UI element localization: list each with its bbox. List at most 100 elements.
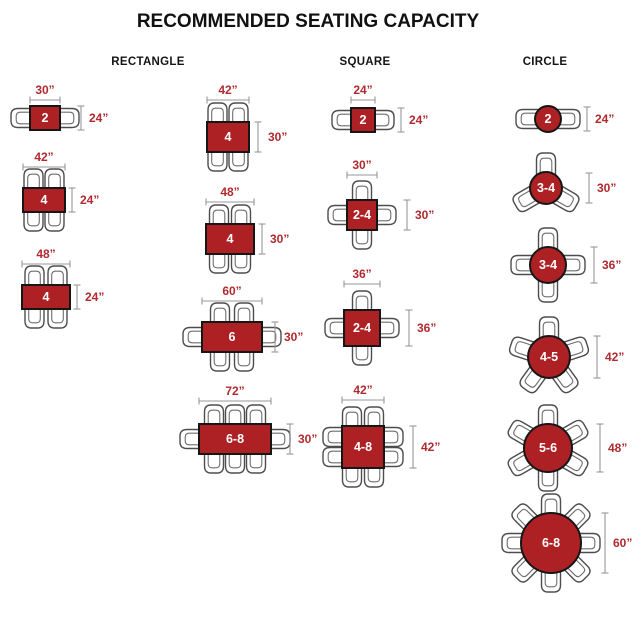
width-label: 42” bbox=[218, 83, 237, 97]
capacity-label: 2 bbox=[360, 113, 367, 127]
depth-dimension bbox=[73, 284, 81, 310]
column-header-circle: CIRCLE bbox=[523, 56, 568, 68]
capacity-label: 2 bbox=[545, 112, 552, 126]
rect-table-30x24-group: 30” 2 24” bbox=[10, 83, 108, 131]
width-dimension bbox=[205, 198, 255, 206]
capacity-label: 6-8 bbox=[542, 536, 560, 550]
depth-label: 24” bbox=[85, 290, 104, 304]
width-dimension bbox=[22, 163, 66, 171]
table bbox=[206, 121, 250, 153]
depth-label: 30” bbox=[415, 208, 434, 222]
table bbox=[529, 171, 563, 205]
circle-table-48-group: 5-6 48” bbox=[505, 404, 627, 492]
diameter-label: 30” bbox=[597, 181, 616, 195]
capacity-label: 6 bbox=[229, 330, 236, 344]
depth-dimension bbox=[258, 223, 266, 255]
depth-dimension bbox=[68, 187, 76, 213]
table bbox=[343, 309, 381, 347]
circle-table-36-group: 3-4 36” bbox=[510, 227, 621, 303]
diameter-dimension bbox=[583, 106, 591, 132]
depth-label: 30” bbox=[270, 232, 289, 246]
rect-table-42x30-group: 42” 4 30” bbox=[206, 83, 287, 172]
rect-table-72x30-group: 72” 6-8 30” bbox=[179, 384, 317, 474]
table bbox=[201, 321, 263, 353]
column-header-square: SQUARE bbox=[339, 56, 390, 68]
capacity-label: 2 bbox=[42, 111, 49, 125]
width-label: 24” bbox=[353, 83, 372, 97]
width-label: 60” bbox=[222, 284, 241, 298]
circle-table-24-group: 2 24” bbox=[515, 105, 614, 133]
width-dimension bbox=[341, 396, 385, 404]
table bbox=[21, 284, 71, 310]
width-dimension bbox=[343, 280, 381, 288]
width-label: 42” bbox=[353, 383, 372, 397]
capacity-label: 4 bbox=[227, 232, 234, 246]
width-label: 72” bbox=[225, 384, 244, 398]
width-dimension bbox=[346, 171, 378, 179]
circle-table-30-group: 3-4 30” bbox=[510, 152, 616, 215]
depth-dimension bbox=[405, 309, 413, 347]
square-table-30-group: 30” 2-4 30” bbox=[327, 158, 434, 250]
capacity-label: 5-6 bbox=[539, 441, 557, 455]
diameter-label: 60” bbox=[613, 536, 632, 550]
square-table-36-group: 36” 2-4 36” bbox=[324, 267, 436, 366]
depth-dimension bbox=[286, 423, 294, 455]
capacity-label: 4 bbox=[225, 130, 232, 144]
table bbox=[534, 105, 562, 133]
depth-dimension bbox=[77, 105, 85, 131]
diameter-label: 48” bbox=[608, 441, 627, 455]
depth-label: 42” bbox=[421, 440, 440, 454]
width-label: 30” bbox=[35, 83, 54, 97]
capacity-label: 4-8 bbox=[354, 440, 372, 454]
depth-label: 30” bbox=[284, 330, 303, 344]
capacity-label: 2-4 bbox=[353, 208, 371, 222]
diameter-dimension bbox=[585, 172, 593, 204]
table bbox=[346, 199, 378, 231]
diameter-dimension bbox=[593, 335, 601, 379]
rect-table-48x30-group: 48” 4 30” bbox=[205, 185, 289, 274]
capacity-label: 6-8 bbox=[226, 432, 244, 446]
table bbox=[527, 335, 571, 379]
width-label: 30” bbox=[352, 158, 371, 172]
table bbox=[341, 425, 385, 469]
depth-label: 24” bbox=[89, 111, 108, 125]
column-header-rectangle: RECTANGLE bbox=[111, 56, 184, 68]
circle-table-42-group: 4-5 42” bbox=[507, 316, 624, 396]
capacity-label: 3-4 bbox=[537, 181, 555, 195]
table bbox=[529, 246, 567, 284]
width-label: 36” bbox=[352, 267, 371, 281]
capacity-label: 2-4 bbox=[353, 321, 371, 335]
rect-table-48x24-group: 48” 4 24” bbox=[21, 247, 104, 329]
depth-dimension bbox=[403, 199, 411, 231]
depth-label: 24” bbox=[80, 193, 99, 207]
capacity-label: 3-4 bbox=[539, 258, 557, 272]
diameter-dimension bbox=[590, 246, 598, 284]
diameter-label: 24” bbox=[595, 112, 614, 126]
circle-table-60-group: 6-8 60” bbox=[501, 493, 632, 593]
capacity-label: 4-5 bbox=[540, 350, 558, 364]
width-dimension bbox=[29, 96, 61, 104]
depth-label: 36” bbox=[417, 321, 436, 335]
page-title: RECOMMENDED SEATING CAPACITY bbox=[137, 11, 480, 32]
depth-dimension bbox=[254, 121, 262, 153]
diameter-label: 42” bbox=[605, 350, 624, 364]
square-table-24-group: 24” 2 24” bbox=[331, 83, 428, 133]
depth-label: 30” bbox=[268, 130, 287, 144]
diameter-label: 36” bbox=[602, 258, 621, 272]
capacity-label: 4 bbox=[41, 193, 48, 207]
diameter-dimension bbox=[601, 512, 609, 574]
table bbox=[198, 423, 272, 455]
depth-label: 24” bbox=[409, 113, 428, 127]
width-dimension bbox=[198, 397, 272, 405]
rect-table-60x30-group: 60” 6 30” bbox=[182, 284, 303, 372]
table bbox=[350, 107, 376, 133]
table bbox=[22, 187, 66, 213]
width-dimension bbox=[21, 260, 71, 268]
width-label: 48” bbox=[220, 185, 239, 199]
table bbox=[29, 105, 61, 131]
depth-dimension bbox=[271, 321, 279, 353]
width-dimension bbox=[350, 96, 376, 104]
width-dimension bbox=[206, 96, 250, 104]
